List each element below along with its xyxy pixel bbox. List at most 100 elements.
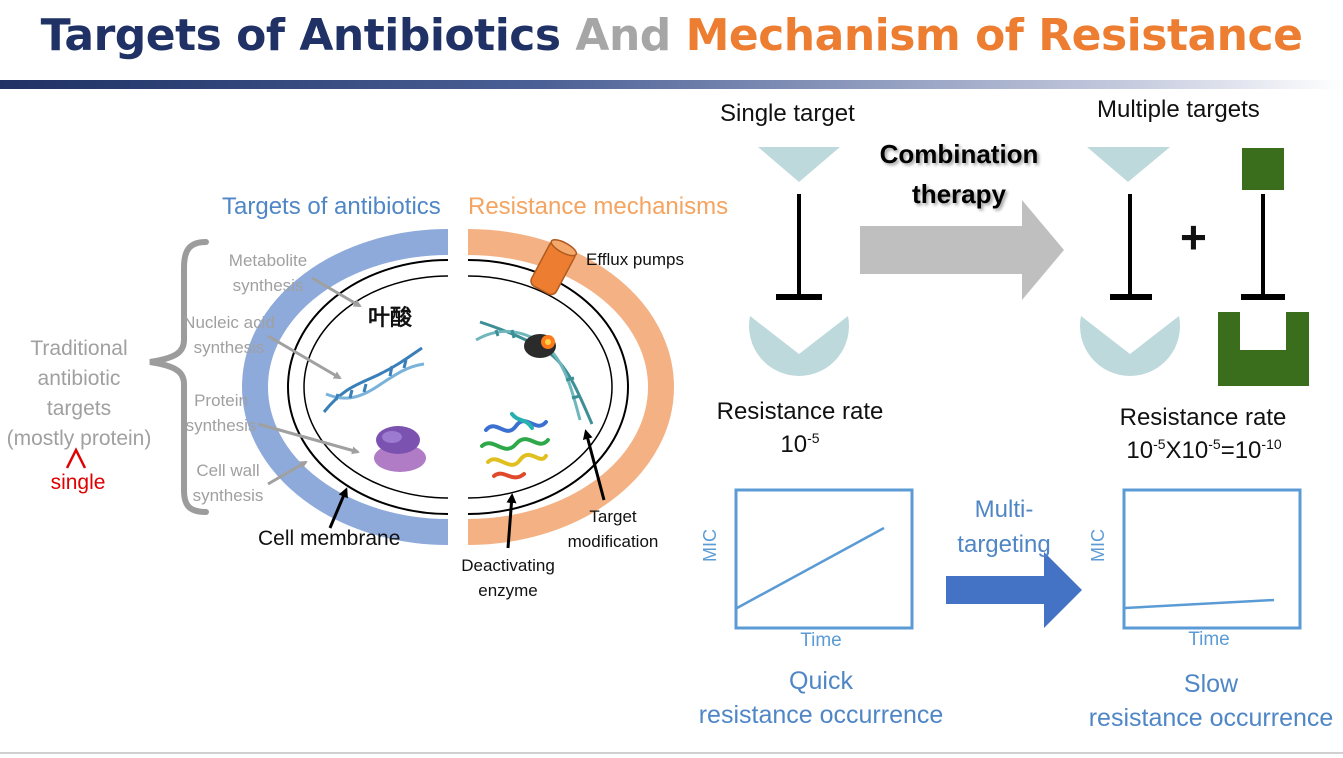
- traditional-targets: Traditional antibiotic targets (mostly p…: [0, 334, 158, 454]
- cellwall-line-2: synthesis: [192, 486, 264, 505]
- single-target-receptor: [749, 316, 849, 376]
- nucleic-line-1: Nucleic acid: [183, 313, 275, 332]
- metabolite-label: Metabolite synthesis: [210, 248, 326, 298]
- single-resistance-rate-label: Resistance rate: [716, 398, 884, 425]
- nucleic-label: Nucleic acid synthesis: [176, 310, 282, 360]
- resistance-header: Resistance mechanisms: [468, 193, 729, 220]
- single-target-label: Single target: [720, 100, 855, 127]
- single-resistance-rate-value: 10-5: [710, 430, 890, 459]
- metabolite-line-2: synthesis: [232, 276, 304, 295]
- arrow-cellwall: [267, 460, 308, 486]
- combination-arrow: [860, 200, 1064, 300]
- metabolite-line-1: Metabolite: [228, 251, 308, 270]
- title-underline-bar: [0, 80, 1343, 89]
- plus-sign: +: [1180, 211, 1207, 263]
- quick-resistance-occurrence: resistance occurrence: [698, 701, 944, 729]
- caret-up-icon: [65, 447, 87, 469]
- efflux-pumps-label: Efflux pumps: [586, 250, 684, 269]
- traditional-line-1: Traditional: [30, 337, 128, 360]
- modified-dna-icon: [475, 320, 594, 425]
- arrow-metabolite: [311, 276, 362, 308]
- deactivating-line-1: Deactivating: [461, 556, 555, 575]
- slow-word: Slow: [1183, 670, 1239, 698]
- slow-resistance-label: Slow resistance occurrence: [1080, 667, 1342, 735]
- traditional-line-3: targets: [46, 397, 112, 420]
- slow-trend-line: [1124, 598, 1275, 610]
- quick-resistance-label: Quick resistance occurrence: [690, 664, 952, 732]
- protein-line-2: synthesis: [185, 416, 257, 435]
- arrow-deactivating: [506, 493, 517, 549]
- combination-diagram: [734, 147, 1309, 630]
- multi-rate-b: 10: [1181, 437, 1209, 464]
- quick-trend-line: [736, 526, 885, 610]
- cell-diagram: [149, 229, 674, 549]
- multi-targeting-line-1: Multi-: [974, 496, 1034, 523]
- slow-mic-label: MIC: [1088, 529, 1108, 562]
- target-mod-line-1: Target: [589, 507, 637, 526]
- cell-membrane-label: Cell membrane: [258, 527, 401, 550]
- slow-resistance-occurrence: resistance occurrence: [1088, 704, 1334, 732]
- single-drug-triangle: [758, 147, 840, 182]
- nucleic-line-2: synthesis: [193, 338, 265, 357]
- combination-line-2: therapy: [912, 179, 1006, 209]
- combination-therapy-label: Combination therapy: [860, 134, 1058, 214]
- arrow-protein: [257, 422, 360, 455]
- cytoplasm-left: [303, 275, 449, 499]
- multi-rate-a-exp: -5: [1153, 436, 1166, 452]
- enzyme-protein-icon: [480, 412, 550, 480]
- targets-header: Targets of antibiotics: [222, 193, 441, 220]
- arrow-nucleic: [267, 334, 342, 380]
- slow-time-label: Time: [1188, 629, 1230, 650]
- quick-word: Quick: [789, 667, 853, 695]
- slow-chart-box: [1122, 488, 1302, 630]
- multi-rate-equals: =: [1220, 437, 1235, 464]
- dna-helix-icon: [322, 346, 425, 413]
- inner-membrane-left: [287, 259, 449, 515]
- title-part-resistance: Mechanism of Resistance: [685, 10, 1303, 61]
- multi-drug-triangle: [1087, 147, 1170, 182]
- multiple-targets-label: Multiple targets: [1097, 96, 1260, 123]
- target-modification-label: Target modification: [560, 504, 666, 554]
- multi-targeting-label: Multi- targeting: [934, 492, 1074, 562]
- multi-targeting-arrow: [946, 552, 1082, 628]
- multi-targeting-line-2: targeting: [957, 531, 1051, 558]
- quick-mic-label: MIC: [700, 529, 720, 562]
- quick-time-label: Time: [800, 630, 842, 651]
- curly-brace: [149, 239, 209, 515]
- multi-target-receptor: [1080, 316, 1180, 376]
- traditional-line-4: (mostly protein): [6, 427, 152, 450]
- arrow-target-mod: [582, 429, 606, 501]
- title-part-and: And: [575, 10, 671, 61]
- single-label: single: [50, 471, 106, 494]
- efflux-pump-icon: [530, 239, 578, 296]
- deactivating-enzyme-label: Deactivating enzyme: [452, 553, 564, 603]
- single-rate-exp: -5: [807, 430, 820, 446]
- ribosome-icon: [374, 426, 426, 472]
- quick-chart-box: [734, 488, 914, 630]
- deactivating-line-2: enzyme: [478, 581, 538, 600]
- page-title: Targets of Antibiotics And Mechanism of …: [0, 10, 1343, 61]
- target-mod-line-2: modification: [567, 532, 659, 551]
- folic-acid-label: 叶酸: [368, 305, 413, 331]
- bottom-divider: [0, 752, 1343, 754]
- multi-rate-c: 10: [1234, 437, 1262, 464]
- green-target-receptor: [1218, 312, 1309, 386]
- single-rate-base: 10: [780, 431, 808, 458]
- traditional-line-2: antibiotic: [37, 367, 121, 390]
- arrow-cell-membrane: [328, 487, 348, 529]
- protein-label: Protein synthesis: [176, 388, 266, 438]
- multi-resistance-rate-value: 10-5X10-5=10-10: [1096, 436, 1312, 465]
- protein-line-1: Protein: [194, 391, 248, 410]
- blue-membrane-arc: [242, 229, 449, 545]
- multi-rate-a: 10: [1126, 437, 1154, 464]
- multi-resistance-rate-label: Resistance rate: [1119, 404, 1287, 431]
- combination-line-1: Combination: [879, 139, 1039, 169]
- multi-rate-b-exp: -5: [1208, 436, 1221, 452]
- multi-rate-c-exp: -10: [1261, 436, 1282, 452]
- cellwall-label: Cell wall synthesis: [182, 458, 274, 508]
- green-drug-square: [1242, 148, 1284, 190]
- cellwall-line-1: Cell wall: [196, 461, 260, 480]
- title-part-targets: Targets of Antibiotics: [40, 10, 562, 61]
- cytoplasm-right: [467, 275, 613, 499]
- multi-rate-times: X: [1165, 437, 1182, 464]
